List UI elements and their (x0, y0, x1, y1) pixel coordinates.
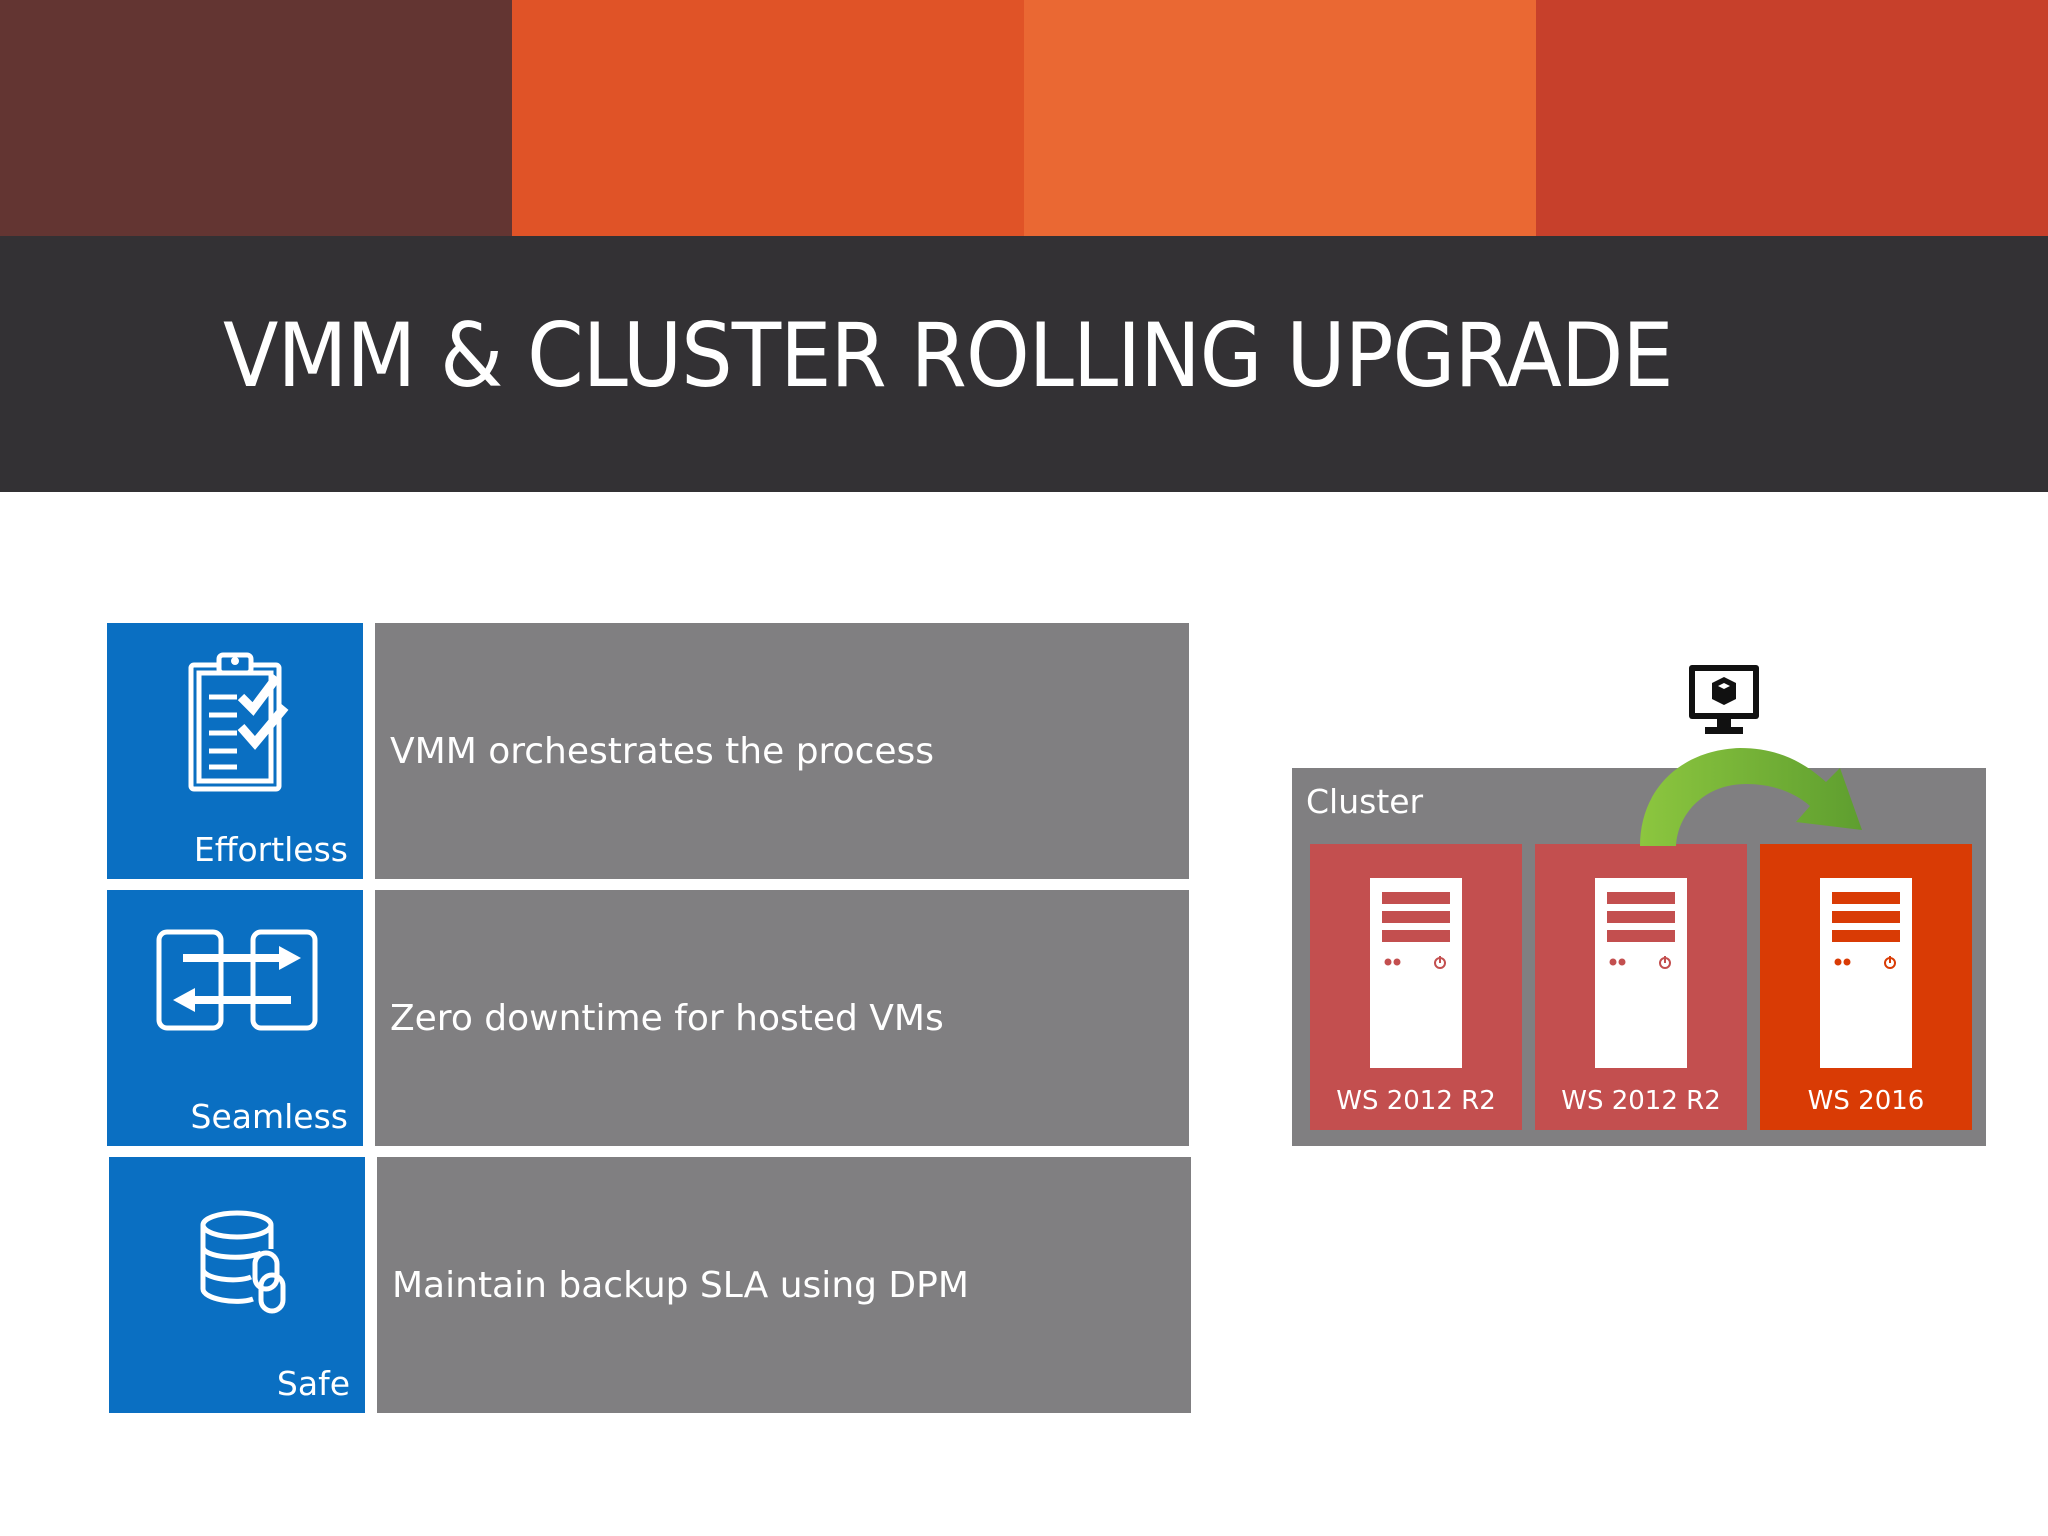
band-segment-1 (0, 0, 512, 236)
band-segment-2 (512, 0, 1024, 236)
color-band (0, 0, 2048, 236)
node-label-3: WS 2016 (1807, 1086, 1925, 1116)
feature-label-effortless: Effortless (193, 830, 348, 869)
cluster-node-3: WS 2016 (1760, 844, 1972, 1130)
feature-label-seamless: Seamless (190, 1097, 348, 1136)
clipboard-checklist-icon (188, 652, 289, 792)
title-bar: VMM & CLUSTER ROLLING UPGRADE (0, 236, 2048, 492)
curved-arrow-icon (1640, 748, 1862, 846)
node-label-1: WS 2012 R2 (1336, 1086, 1496, 1116)
band-segment-4 (1536, 0, 2048, 236)
feature-tile-effortless: Effortless (107, 623, 363, 879)
feature-tile-seamless: Seamless (107, 890, 363, 1146)
band-segment-3 (1024, 0, 1536, 236)
feature-panel-seamless: Zero downtime for hosted VMs (375, 890, 1189, 1146)
slide-title: VMM & CLUSTER ROLLING UPGRADE (223, 304, 1674, 407)
feature-panel-safe: Maintain backup SLA using DPM (377, 1157, 1191, 1413)
feature-text-seamless: Zero downtime for hosted VMs (390, 998, 944, 1039)
server-tower-icon (1595, 878, 1687, 1068)
cluster-label: Cluster (1306, 782, 1424, 821)
cluster-node-1: WS 2012 R2 (1310, 844, 1522, 1130)
server-tower-icon (1370, 878, 1462, 1068)
node-label-2: WS 2012 R2 (1561, 1086, 1721, 1116)
database-link-icon (200, 1210, 286, 1314)
vm-monitor-icon (1689, 665, 1759, 734)
cluster-box: Cluster WS 2012 R2 WS 2012 R2 (1292, 768, 1986, 1146)
swap-arrows-icon (156, 929, 318, 1031)
cluster-node-2: WS 2012 R2 (1535, 844, 1747, 1130)
feature-text-effortless: VMM orchestrates the process (390, 731, 935, 772)
feature-text-safe: Maintain backup SLA using DPM (392, 1265, 969, 1306)
feature-label-safe: Safe (276, 1364, 350, 1403)
feature-tile-safe: Safe (109, 1157, 365, 1413)
feature-panel-effortless: VMM orchestrates the process (375, 623, 1189, 879)
server-tower-icon (1820, 878, 1912, 1068)
